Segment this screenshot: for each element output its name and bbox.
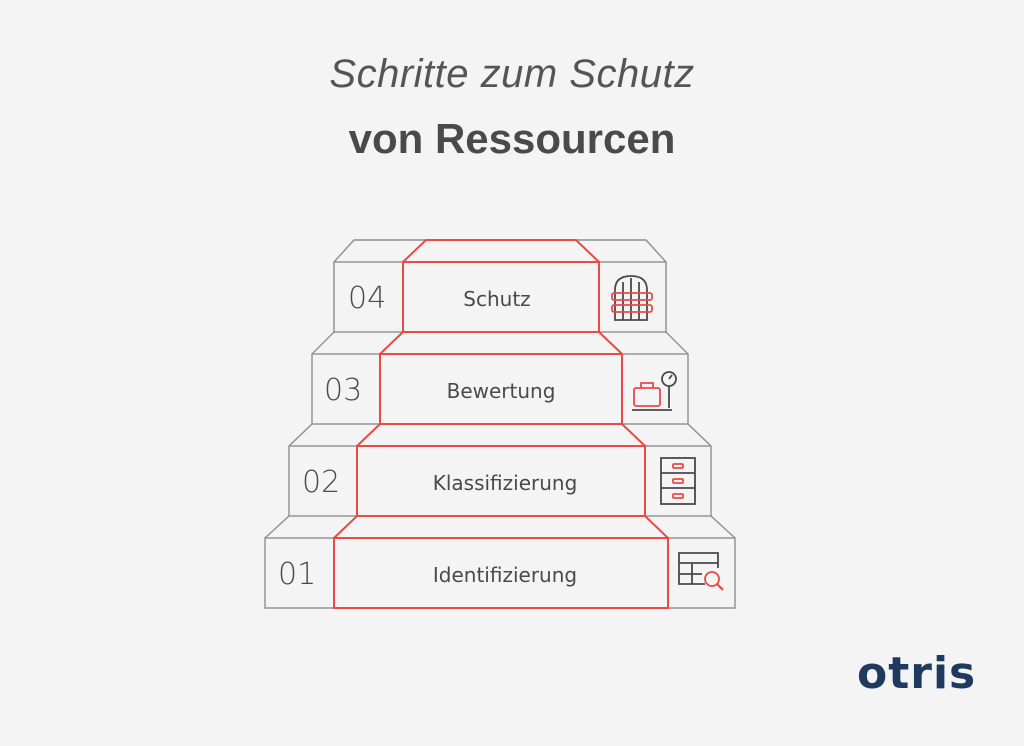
filing-cabinet-icon [660, 457, 696, 505]
step-4-number: 04 [348, 281, 386, 316]
step-2-number: 02 [302, 465, 340, 500]
step-1-label: Identifizierung [433, 563, 577, 587]
scale-case-icon [632, 371, 677, 411]
table-search-icon [678, 552, 724, 591]
step-2-label: Klassifizierung [433, 471, 578, 495]
step-3-label: Bewertung [447, 379, 556, 403]
vault-door-icon [611, 275, 653, 321]
step-3-number: 03 [324, 373, 362, 408]
stairs-highlight [333, 239, 669, 609]
otris-logo: otris [857, 648, 977, 699]
title-line-1: Schritte zum Schutz [329, 52, 695, 96]
title-line-2: von Ressourcen [348, 115, 676, 162]
step-4-label: Schutz [463, 287, 530, 311]
step-1-number: 01 [278, 557, 316, 592]
